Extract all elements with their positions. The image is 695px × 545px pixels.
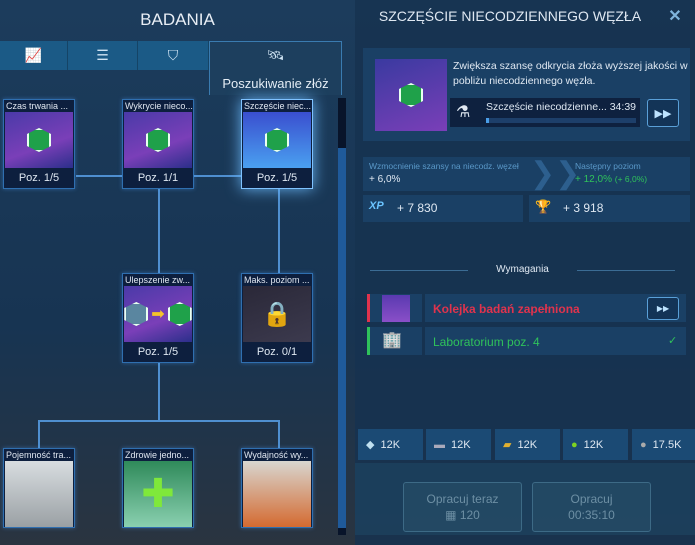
scrollbar-thumb[interactable]	[338, 148, 346, 528]
research-node[interactable]: Ulepszenie zw...➡Poz. 1/5	[122, 273, 194, 363]
coin-icon: ●	[640, 438, 647, 451]
research-node[interactable]: Wydajność wy...	[241, 448, 313, 528]
resource-cost: ●17.5K	[632, 429, 695, 460]
speedup-button[interactable]: ▶▶	[647, 99, 679, 127]
ingot-icon: ▬	[434, 438, 445, 451]
flask-icon: ⚗	[456, 104, 471, 121]
chart-icon: 📈	[24, 47, 43, 63]
connector	[278, 420, 280, 448]
research-node[interactable]: Czas trwania ...Poz. 1/5	[3, 99, 75, 189]
connector	[158, 189, 160, 273]
progress-box: ⚗ Szczęście niecodzienne... 34:39	[450, 98, 640, 127]
progress-bar	[486, 118, 636, 123]
panel-title: BADANIA	[140, 10, 215, 29]
tab-list[interactable]: ☰	[68, 41, 138, 70]
research-node-locked[interactable]: Maks. poziom ...🔒Poz. 0/1	[241, 273, 313, 363]
xp-icon: XP	[369, 200, 384, 212]
lock-icon: 🔒	[262, 300, 292, 328]
close-button[interactable]: ✕	[668, 8, 682, 25]
list-icon: ☰	[96, 47, 109, 63]
queue-speedup-button[interactable]: ▶▶	[647, 297, 679, 320]
detail-panel: SZCZĘŚCIE NIECODZIENNEGO WĘZŁA ✕ Zwiększ…	[355, 0, 695, 545]
resource-cost: ▬12K	[426, 429, 491, 460]
tab-stats[interactable]: 📈	[0, 41, 68, 70]
requirement-row	[425, 327, 686, 355]
tab-prospecting[interactable]: 🛰Poszukiwanie złóż	[209, 41, 342, 95]
trophy-icon: 🏆	[535, 199, 552, 214]
satellite-icon: 🛰	[266, 46, 285, 63]
gold-bar-icon: ▦	[445, 508, 457, 522]
research-now-button[interactable]: Opracuj teraz▦ 120	[403, 482, 522, 532]
node-marker-icon	[265, 128, 289, 152]
research-node-selected[interactable]: Szczęście niec...Poz. 1/5	[241, 99, 313, 189]
xp-reward: + 7 830	[397, 201, 438, 215]
shield-icon: ⛉	[167, 47, 179, 63]
resource-cost: ●12K	[563, 429, 628, 460]
connector	[38, 420, 40, 448]
requirements-heading: Wymagania	[496, 264, 549, 275]
book-icon: ▰	[503, 439, 512, 451]
node-marker-icon	[27, 128, 51, 152]
queue-icon	[382, 295, 410, 322]
food-icon: ●	[571, 438, 578, 451]
node-marker-icon	[146, 128, 170, 152]
laboratory-icon: 🏢	[382, 332, 402, 349]
tab-defense[interactable]: ⛉	[138, 41, 209, 70]
connector	[158, 362, 160, 420]
research-node[interactable]: Zdrowie jedno...✚	[122, 448, 194, 528]
detail-title: SZCZĘŚCIE NIECODZIENNEGO WĘZŁA	[378, 8, 642, 24]
check-icon: ✓	[668, 335, 678, 347]
research-node[interactable]: Pojemność tra...	[3, 448, 75, 528]
node-marker-icon	[124, 302, 149, 326]
trophy-reward: + 3 918	[563, 201, 604, 215]
metal-icon: ◆	[366, 439, 375, 451]
scrollbar[interactable]	[338, 98, 346, 535]
node-marker-icon	[167, 302, 192, 326]
node-marker-icon	[399, 83, 423, 107]
chevron-icon: ❯❯	[530, 157, 581, 190]
description: Zwiększa szansę odkrycia złoża wyższej j…	[453, 60, 688, 87]
resource-cost: ◆12K	[358, 429, 423, 460]
resource-cost: ▰12K	[495, 429, 560, 460]
research-node[interactable]: Wykrycie nieco...Poz. 1/1	[122, 99, 194, 189]
connector	[38, 420, 280, 422]
requirement-row	[425, 294, 686, 322]
research-image	[375, 59, 447, 131]
connector	[278, 189, 280, 273]
progress-time: 34:39	[609, 101, 636, 113]
